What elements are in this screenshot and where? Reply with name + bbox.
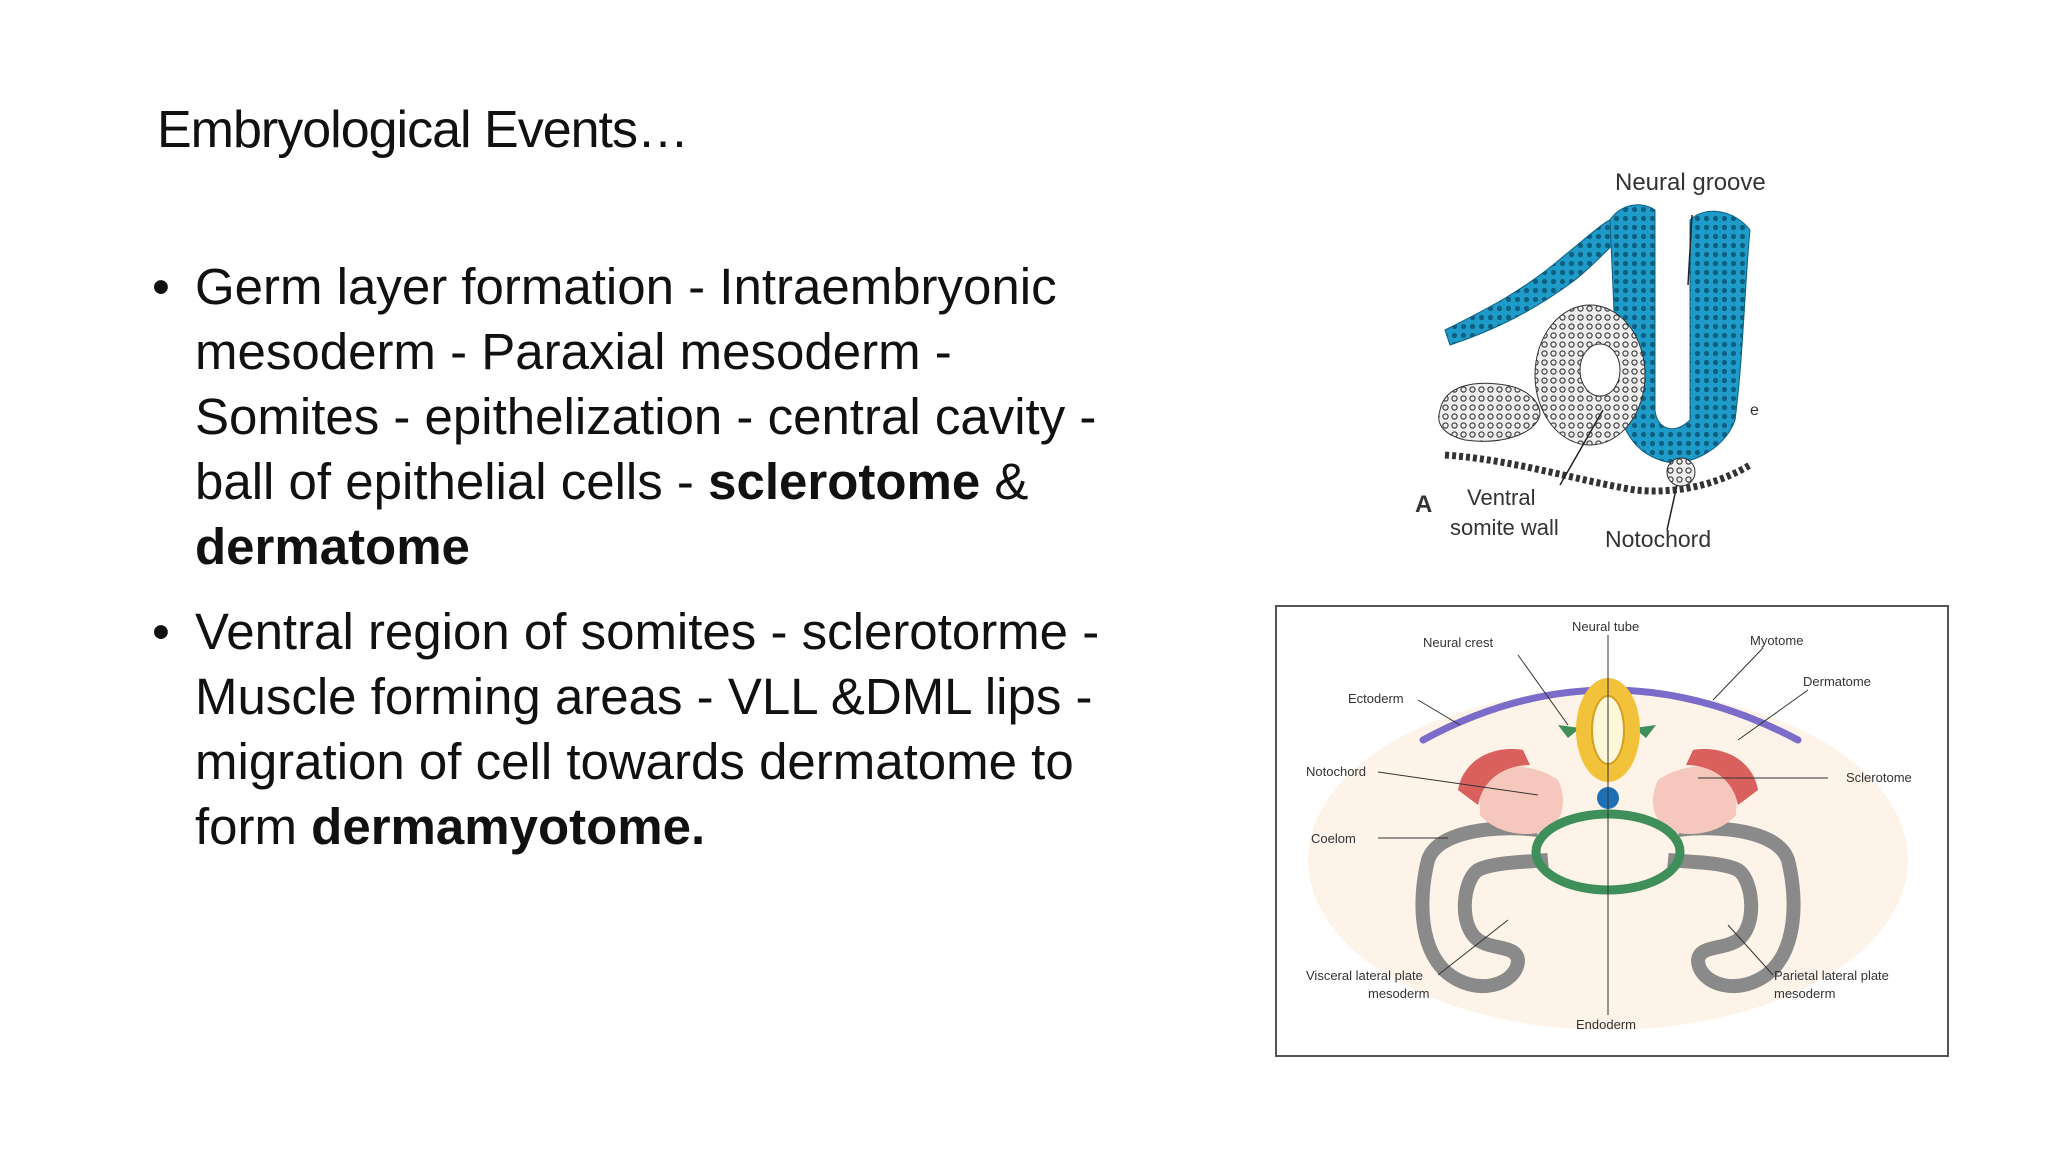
- right-dermatome: [1686, 749, 1758, 805]
- bullet-text: Germ layer formation - Intraembryonic me…: [195, 258, 1097, 510]
- bullet-item: • Ventral region of somites - sclerotorm…: [150, 599, 1100, 859]
- bold-term-dermamyotome: dermamyotome.: [311, 798, 706, 855]
- label-parietal-mesoderm: mesoderm: [1774, 986, 1835, 1001]
- bullet-dot: •: [152, 258, 170, 315]
- label-notochord-a: Notochord: [1605, 526, 1711, 552]
- left-sclerotome: [1478, 765, 1563, 835]
- label-ectoderm: Ectoderm: [1348, 691, 1404, 706]
- notochord-circle: [1666, 457, 1696, 487]
- label-coelom: Coelom: [1311, 831, 1356, 846]
- bullet-dot: •: [152, 603, 170, 660]
- label-parietal: Parietal lateral plate: [1774, 968, 1889, 983]
- bullet-text: Ventral region of somites - sclerotorme …: [195, 603, 1100, 855]
- bullet-text-mid: &: [980, 453, 1029, 510]
- cross-section-diagram: Neural tube Neural crest Myotome Dermato…: [1275, 605, 1949, 1057]
- label-somite-wall: somite wall: [1450, 515, 1559, 540]
- label-visceral: Visceral lateral plate: [1306, 968, 1423, 983]
- endoderm-strand: [1444, 451, 1752, 495]
- label-sclerotome: Sclerotome: [1846, 770, 1912, 785]
- bullet-list: • Germ layer formation - Intraembryonic …: [150, 254, 1100, 879]
- lateral-mesoderm: [1438, 382, 1541, 442]
- label-endoderm: Endoderm: [1576, 1017, 1636, 1032]
- label-edge-letter: e: [1750, 402, 1759, 419]
- somite-cavity: [1579, 343, 1621, 397]
- left-neural-crest: [1558, 725, 1580, 738]
- label-neural-groove: Neural groove: [1615, 169, 1766, 196]
- label-visceral-mesoderm: mesoderm: [1368, 986, 1429, 1001]
- somite-illustration: Neural groove A Ventral somite wall Noto…: [1415, 169, 1766, 552]
- left-lateral-plate: [1415, 821, 1549, 994]
- label-dermatome: Dermatome: [1803, 674, 1871, 689]
- label-neural-crest: Neural crest: [1423, 635, 1493, 650]
- left-dermatome: [1458, 749, 1530, 805]
- slide-title: Embryological Events…: [157, 101, 689, 159]
- bold-term-sclerotome: sclerotome: [708, 453, 981, 510]
- bullet-item: • Germ layer formation - Intraembryonic …: [150, 254, 1100, 579]
- label-panel-a: A: [1415, 491, 1432, 518]
- label-neural-tube: Neural tube: [1572, 619, 1639, 634]
- bold-term-dermatome: dermatome: [195, 518, 470, 575]
- label-notochord-b: Notochord: [1306, 764, 1366, 779]
- neural-fold: [1609, 204, 1751, 464]
- right-sclerotome: [1653, 765, 1738, 835]
- label-myotome: Myotome: [1750, 633, 1803, 648]
- label-ventral: Ventral: [1467, 485, 1536, 510]
- right-lateral-plate: [1667, 821, 1801, 994]
